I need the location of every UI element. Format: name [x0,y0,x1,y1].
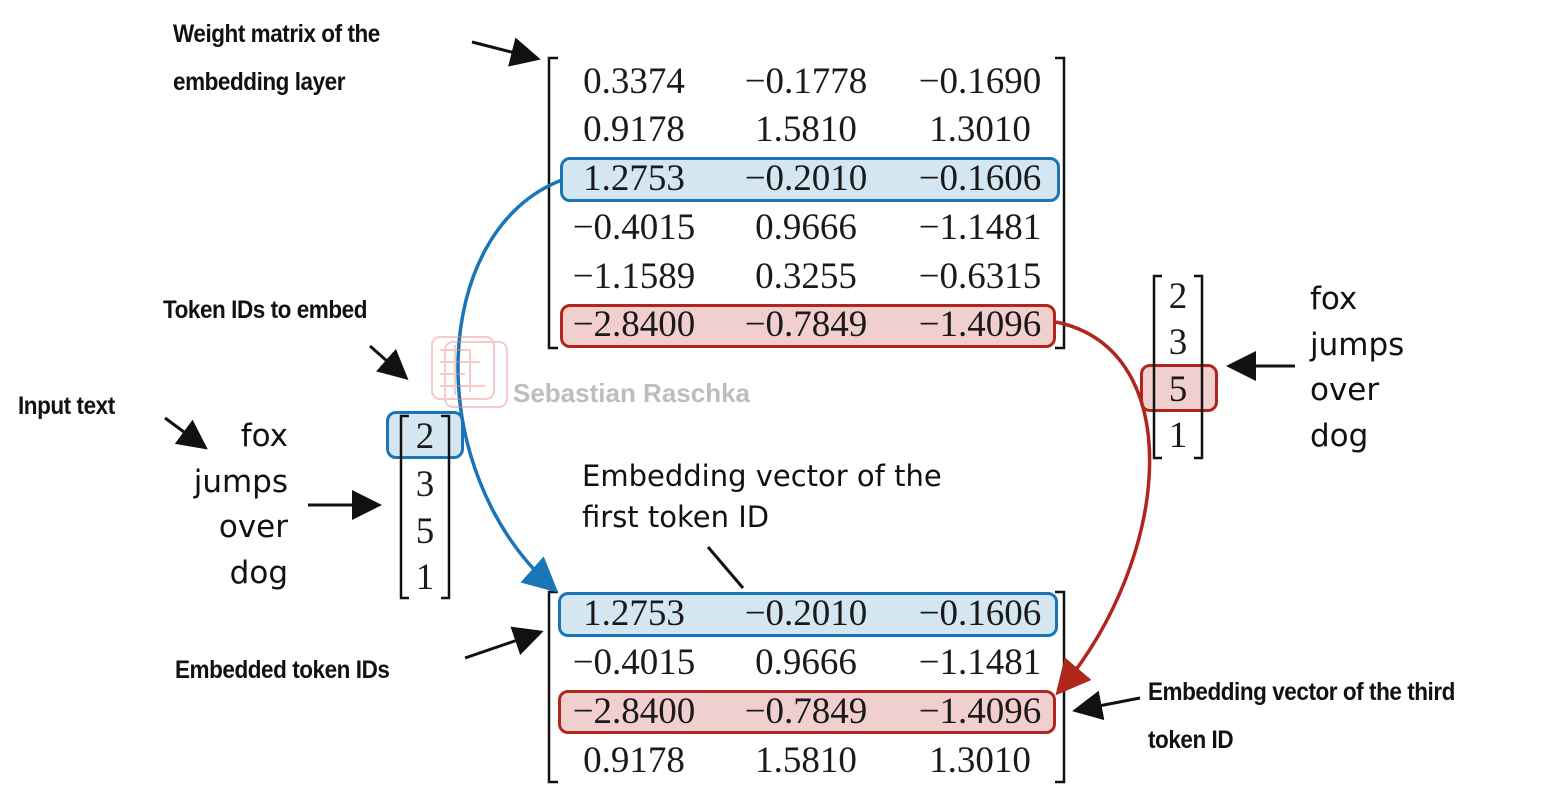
third-vector-arrow [1072,690,1141,721]
weight-matrix-cell: −0.1690 [918,61,1042,102]
first-vector-label: Embedding vector of the first token ID [582,456,942,538]
third-vector-label: Embedding vector of the third token ID [1148,668,1455,764]
input-word: fox [240,418,288,454]
weight-matrix-right-bracket [1055,56,1066,350]
token-id-left: 3 [415,464,435,505]
first-vector-label-line1: Embedding vector of the [582,459,942,493]
right-vector-right-bracket [1194,274,1204,460]
weight-row-highlight-third [560,304,1056,348]
input-word: dog [229,554,288,591]
weight-matrix-cell: 1.2753 [583,158,685,199]
weight-matrix-cell: 0.9666 [755,207,857,248]
first-vector-pointer [706,546,745,589]
input-text-label: Input text [18,392,115,420]
weight-matrix-cell: −0.7849 [744,304,868,345]
third-vector-label-line1: Embedding vector of the third [1148,678,1455,706]
embedded-matrix-cell: 0.9178 [583,740,685,781]
embedded-matrix-cell: 1.2753 [583,593,685,634]
embedded-matrix-cell: 1.3010 [929,740,1031,781]
token-id-right: 3 [1168,322,1188,363]
weight-matrix-cell: −0.4015 [572,207,696,248]
token-ids-label: Token IDs to embed [163,296,368,324]
input-word: fox [1310,281,1358,317]
embedded-row-highlight-first [558,592,1058,637]
weight-matrix-cell: −0.1778 [744,61,868,102]
weight-matrix-cell: −1.1481 [918,207,1042,248]
token-id-right: 2 [1168,276,1188,317]
weight-matrix-arrow [471,37,541,67]
embedded-row-highlight-third [558,690,1056,734]
weight-matrix-label: Weight matrix of the embedding layer [173,10,380,106]
blue-lookup-curve [456,178,563,593]
token-id-left: 2 [415,416,435,457]
weight-matrix-cell: −0.6315 [918,256,1042,297]
input-words-right: fox jumps over dog [1310,277,1404,459]
weight-matrix-cell: −2.8400 [572,304,696,345]
embedded-ids-label: Embedded token IDs [175,656,390,684]
token-ids-arrow [369,344,409,380]
token-vector-left-bracket [399,414,409,600]
weight-matrix-cell: −0.1606 [918,158,1042,199]
weight-row-highlight-first [560,157,1060,202]
weight-matrix-label-line1: Weight matrix of the [173,20,380,48]
embedded-matrix-cell: −1.4096 [918,691,1042,732]
embedded-ids-arrow [464,626,544,660]
token-id-right: 1 [1168,415,1188,456]
first-vector-label-line2: first token ID [582,500,770,534]
input-word: jumps [193,463,288,500]
weight-matrix-cell: −1.4096 [918,304,1042,345]
embedded-matrix-cell: −2.8400 [572,691,696,732]
token-vector-right-bracket [441,414,451,600]
embedded-matrix-cell: −0.4015 [572,642,696,683]
weight-matrix-left-bracket [547,56,558,350]
token-id-highlight-first [386,411,464,459]
token-id-left: 1 [415,557,435,598]
embedded-matrix-cell: −0.7849 [744,691,868,732]
embedded-matrix-cell: −0.2010 [744,593,868,634]
weight-matrix-cell: 1.5810 [755,109,857,150]
weight-matrix-cell: 0.3255 [755,256,857,297]
embedded-matrix-cell: −1.1481 [918,642,1042,683]
weight-matrix-cell: 0.3374 [583,61,685,102]
right-vector-left-bracket [1152,274,1162,460]
red-lookup-curve [1055,320,1152,696]
weight-matrix-cell: −0.2010 [744,158,868,199]
weight-matrix-cell: 1.3010 [929,109,1031,150]
token-id-right: 5 [1168,369,1188,410]
weight-matrix-label-line2: embedding layer [173,68,346,96]
input-word: dog [1310,417,1369,454]
token-id-left: 5 [415,511,435,552]
input-words-left: fox jumps over dog [194,414,288,596]
embedded-matrix-cell: 0.9666 [755,642,857,683]
weight-matrix-cell: 0.9178 [583,109,685,150]
input-word: over [218,509,288,545]
input-word: over [1310,372,1380,408]
watermark-logo-icon [431,336,508,408]
third-vector-label-line2: token ID [1148,726,1234,754]
input-word: jumps [1310,326,1405,363]
weight-matrix-cell: −1.1589 [572,256,696,297]
embedded-matrix-cell: −0.1606 [918,593,1042,634]
embedded-matrix-cell: 1.5810 [755,740,857,781]
watermark-text: Sebastian Raschka [513,378,751,408]
input-text-arrow [164,416,208,450]
